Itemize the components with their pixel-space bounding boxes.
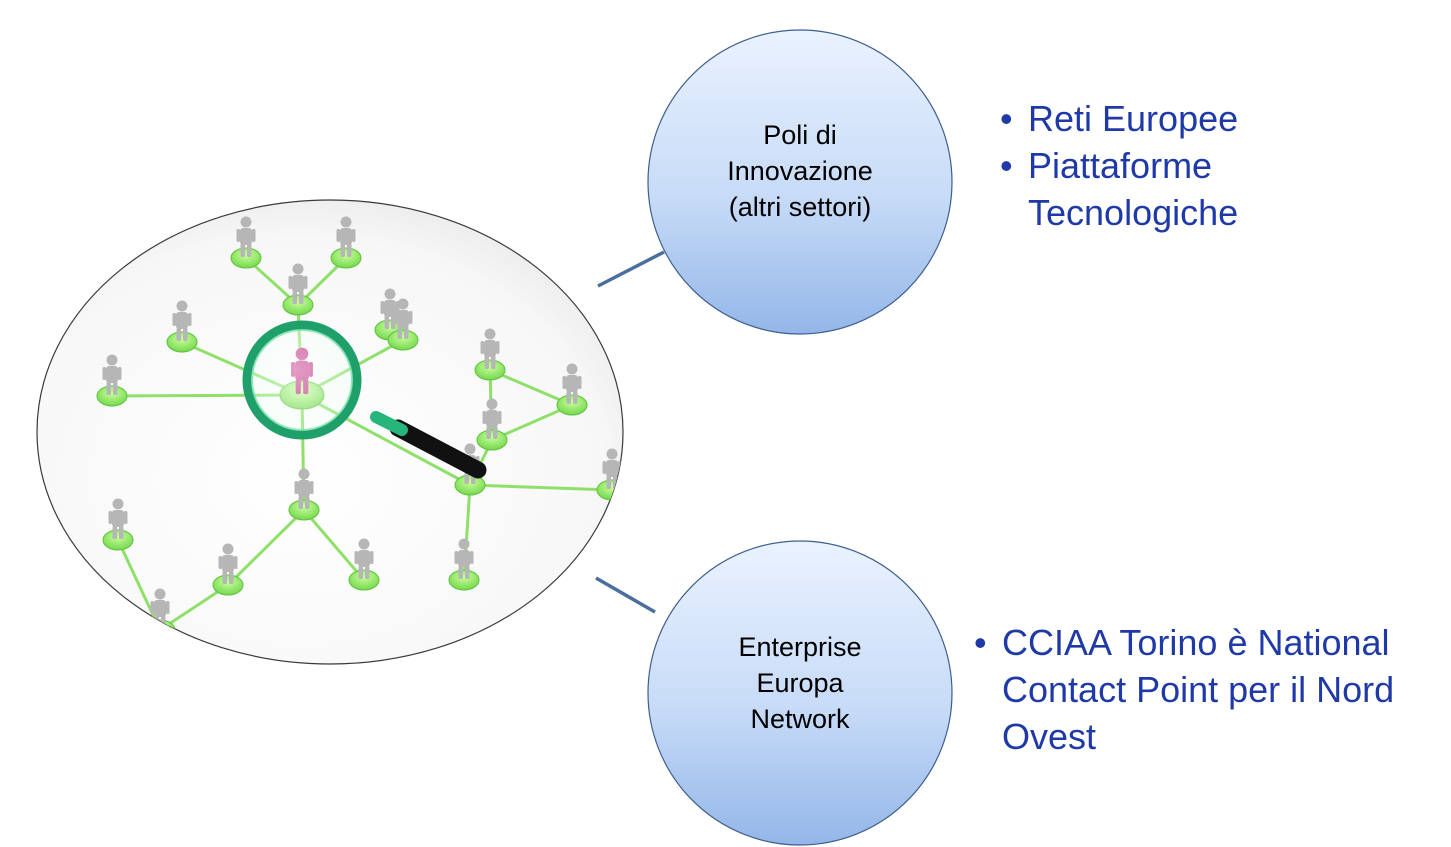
- network-node: [348, 538, 380, 591]
- bullet-item: Reti Europee: [1000, 95, 1420, 142]
- bubble-label-een: Enterprise Europa Network: [690, 629, 910, 737]
- connector-line-top: [597, 250, 665, 288]
- network-link: [159, 583, 229, 632]
- network-magnifier-illustration: [36, 199, 624, 665]
- bubble-label-line: Network: [750, 704, 850, 734]
- network-node: [212, 543, 244, 596]
- bullet-text: CCIAA Torino è National Contact Point pe…: [1002, 622, 1395, 757]
- bullet-list-poli: Reti Europee Piattaforme Tecnologiche: [1000, 95, 1420, 236]
- bubble-enterprise-europa-network: [647, 540, 953, 846]
- bullet-text: Reti Europee: [1028, 98, 1239, 139]
- network-link: [489, 368, 573, 407]
- bullet-list-een: CCIAA Torino è National Contact Point pe…: [974, 619, 1444, 760]
- network-node: [102, 498, 134, 551]
- network-link: [116, 539, 162, 631]
- magnifier-icon: [242, 320, 487, 479]
- network-link: [469, 483, 613, 492]
- network-node: [288, 468, 320, 521]
- network-node: [166, 300, 198, 353]
- bubble-label-line: (altri settori): [728, 192, 872, 222]
- network-node: [448, 538, 480, 591]
- connector-line-bottom: [595, 576, 656, 614]
- network-node: [282, 263, 314, 316]
- network-node: [330, 216, 362, 269]
- network-link: [491, 403, 573, 442]
- bubble-label-line: Europa: [756, 668, 844, 698]
- network-node: [474, 328, 506, 381]
- bubble-label-line: Innovazione: [727, 156, 873, 186]
- network-node: [556, 363, 588, 416]
- network-node: [230, 216, 262, 269]
- bullet-text: Piattaforme Tecnologiche: [1028, 145, 1239, 233]
- bubble-label-line: Poli di: [763, 120, 837, 150]
- network-link: [226, 508, 306, 587]
- network-node: [96, 354, 128, 407]
- bubble-label-line: Enterprise: [738, 632, 862, 662]
- network-node: [387, 298, 419, 351]
- bullet-item: CCIAA Torino è National Contact Point pe…: [974, 619, 1447, 760]
- bullet-item: Piattaforme Tecnologiche: [1000, 142, 1328, 236]
- bubble-label-poli: Poli di Innovazione (altri settori): [690, 117, 910, 225]
- bubble-poli-di-innovazione: [647, 29, 953, 335]
- network-node: [476, 398, 508, 451]
- network-link: [302, 509, 366, 581]
